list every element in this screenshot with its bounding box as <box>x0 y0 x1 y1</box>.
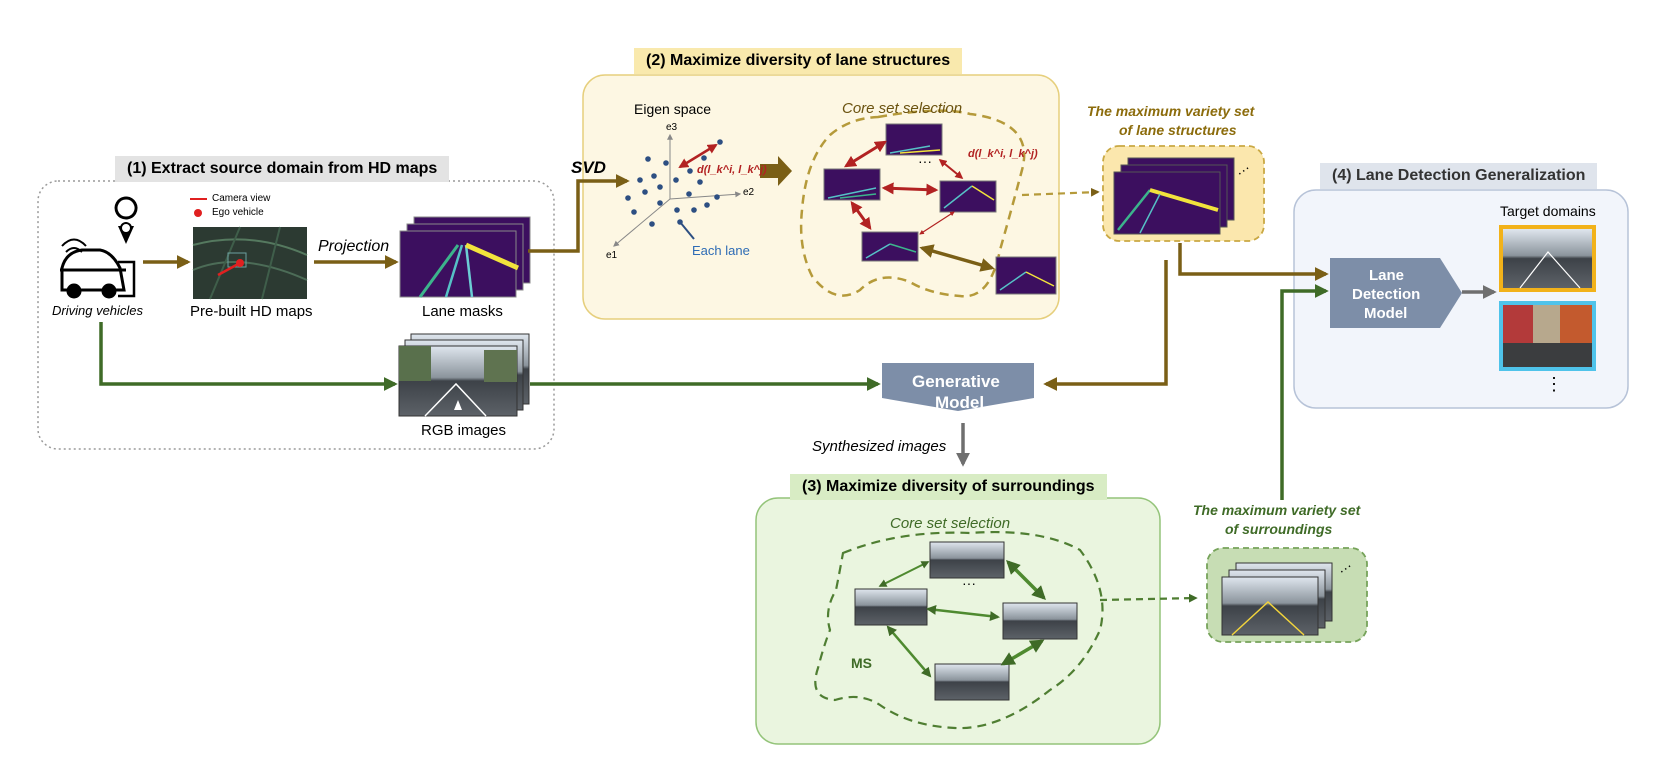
projection-label: Projection <box>318 238 390 255</box>
ldm-label-3: Model <box>1364 305 1408 322</box>
max-variety-lane-label-2: of lane structures <box>1119 122 1237 138</box>
svd-label: SVD <box>571 158 606 177</box>
hd-map-legend <box>190 198 207 217</box>
eigen-distance-arrow <box>678 143 718 169</box>
section2-title: (2) Maximize diversity of lane structure… <box>634 48 963 74</box>
generative-model-label-1: Generative <box>912 372 1000 391</box>
targets-vdots: ⋮ <box>1545 374 1563 394</box>
arrow-to-coreset <box>760 156 792 186</box>
generative-model-shape <box>882 363 1034 411</box>
lane-detection-model-shape <box>1330 258 1462 328</box>
location-pin-icon <box>114 196 138 244</box>
coreset-boundary-surroundings <box>814 530 1104 730</box>
section3-title: (3) Maximize diversity of surroundings <box>790 474 1107 500</box>
axis-e1-label: e1 <box>606 250 618 261</box>
arrow-lanes-to-ldm <box>1178 243 1329 281</box>
arrow-vehicle-to-rgb <box>99 322 398 391</box>
coreset-distance-arrows <box>843 140 964 235</box>
arrow-to-max-variety-surroundings <box>1099 593 1198 603</box>
arrow-surroundings-to-ldm <box>1280 284 1329 500</box>
surroundings-ellipsis: ··· <box>962 575 976 591</box>
max-variety-lane-stack <box>1113 157 1235 235</box>
target-domain-image-2 <box>1499 301 1596 371</box>
eigen-space-label: Eigen space <box>634 101 712 117</box>
target-domains-label: Target domains <box>1500 203 1596 219</box>
lane-masks-stack <box>399 216 531 298</box>
max-variety-lane-label-1: The maximum variety set <box>1087 103 1255 119</box>
arrow-to-max-variety-lanes <box>1021 187 1100 197</box>
coreset-surround-thumbs <box>854 541 1078 701</box>
core-set-selection-label-2: Core set selection <box>890 515 1011 532</box>
coreset-lane-lines <box>827 145 1055 291</box>
coreset-distance-formula: d(l_k^i, l_k^j) <box>968 148 1038 160</box>
lanes-ellipsis: ··· <box>918 153 932 169</box>
arrow-svd <box>528 174 630 253</box>
max-variety-surroundings-label-1: The maximum variety set <box>1193 502 1361 518</box>
rgb-images-stack <box>398 333 530 417</box>
ldm-label-2: Detection <box>1352 286 1421 303</box>
generative-model-label-2: Model <box>935 393 985 412</box>
target-domain-image-1 <box>1499 225 1596 292</box>
coreset-surround-arrows <box>878 560 1046 678</box>
legend-camera-label: Camera view <box>212 193 271 204</box>
core-set-selection-label: Core set selection <box>842 100 963 117</box>
rgb-images-label: RGB images <box>421 422 507 439</box>
lane-masks-label: Lane masks <box>422 303 503 320</box>
coreset-boundary-lanes <box>799 109 1026 298</box>
driving-vehicles-label: Driving vehicles <box>52 303 144 318</box>
ms-label: MS <box>851 655 872 671</box>
each-lane-label: Each lane <box>692 243 750 258</box>
section1-box <box>37 180 555 450</box>
car-icon <box>60 248 136 299</box>
eigen-space-axes <box>613 133 742 247</box>
hd-maps-label: Pre-built HD maps <box>190 303 313 320</box>
axis-e3-label: e3 <box>666 122 678 133</box>
max-variety-surroundings-stack <box>1221 562 1333 636</box>
coreset-lane-thumbs <box>823 123 1057 295</box>
hd-map-image <box>192 226 308 300</box>
section3-box <box>755 497 1161 745</box>
section1-title: (1) Extract source domain from HD maps <box>115 156 450 182</box>
wifi-icon <box>61 238 87 253</box>
each-lane-pointer <box>679 221 695 240</box>
ldm-label-1: Lane <box>1369 267 1405 284</box>
arrow-lanes-to-generative <box>1043 260 1168 391</box>
max-variety-surroundings-label-2: of surroundings <box>1225 521 1333 537</box>
axis-e2-label: e2 <box>743 187 755 198</box>
synthesized-images-label: Synthesized images <box>812 438 947 455</box>
distance-formula-label: d(l_k^i, l_k^j) <box>697 164 767 176</box>
section4-title: (4) Lane Detection Generalization <box>1320 163 1598 189</box>
legend-ego-label: Ego vehicle <box>212 207 264 218</box>
coreset-olive-arrow <box>919 244 995 272</box>
